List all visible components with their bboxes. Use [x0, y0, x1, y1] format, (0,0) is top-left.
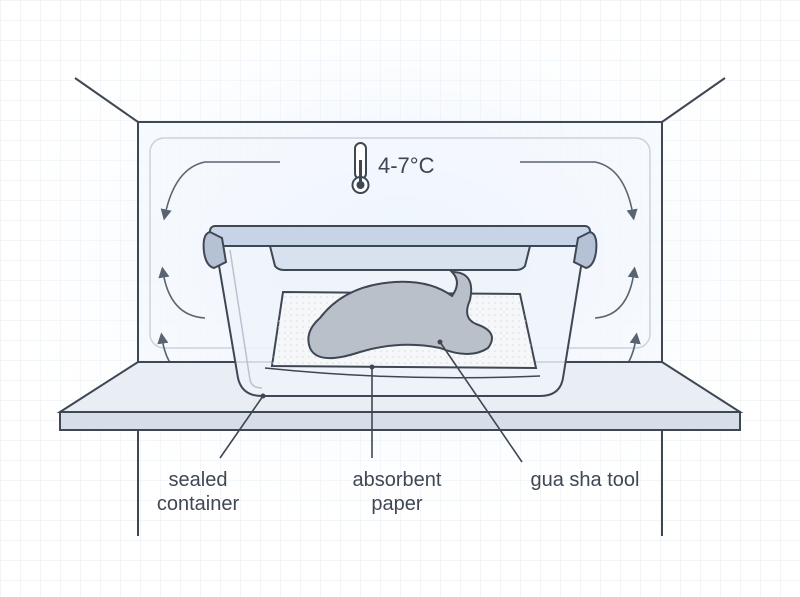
thermometer-icon [351, 142, 370, 194]
airflow-arrow-mid-right [594, 266, 639, 319]
gua-sha-tool [307, 270, 493, 359]
sealed-container [202, 225, 598, 397]
airflow-arrow-top-right [520, 161, 638, 221]
lid-latch-left [202, 230, 228, 270]
label-absorbent-paper-line2: paper [371, 493, 423, 515]
temperature-label: 4-7°C [378, 153, 435, 178]
label-absorbent-paper: absorbent paper [322, 468, 472, 516]
callout-line-gua-sha [439, 341, 523, 463]
label-absorbent-paper-line1: absorbent [352, 469, 442, 491]
container-lid [209, 225, 591, 247]
label-gua-sha-tool-line1: gua sha tool [530, 469, 640, 491]
airflow-arrow-mid-left [158, 266, 206, 319]
lid-latch-right [572, 230, 598, 270]
label-sealed-container-line1: sealed [168, 469, 228, 491]
airflow-arrow-top-left [160, 161, 280, 221]
label-sealed-container: sealed container [128, 468, 268, 516]
label-gua-sha-tool: gua sha tool [510, 468, 660, 492]
callout-line-container [219, 395, 264, 459]
label-sealed-container-line2: container [156, 493, 240, 515]
callout-lines [219, 339, 523, 463]
